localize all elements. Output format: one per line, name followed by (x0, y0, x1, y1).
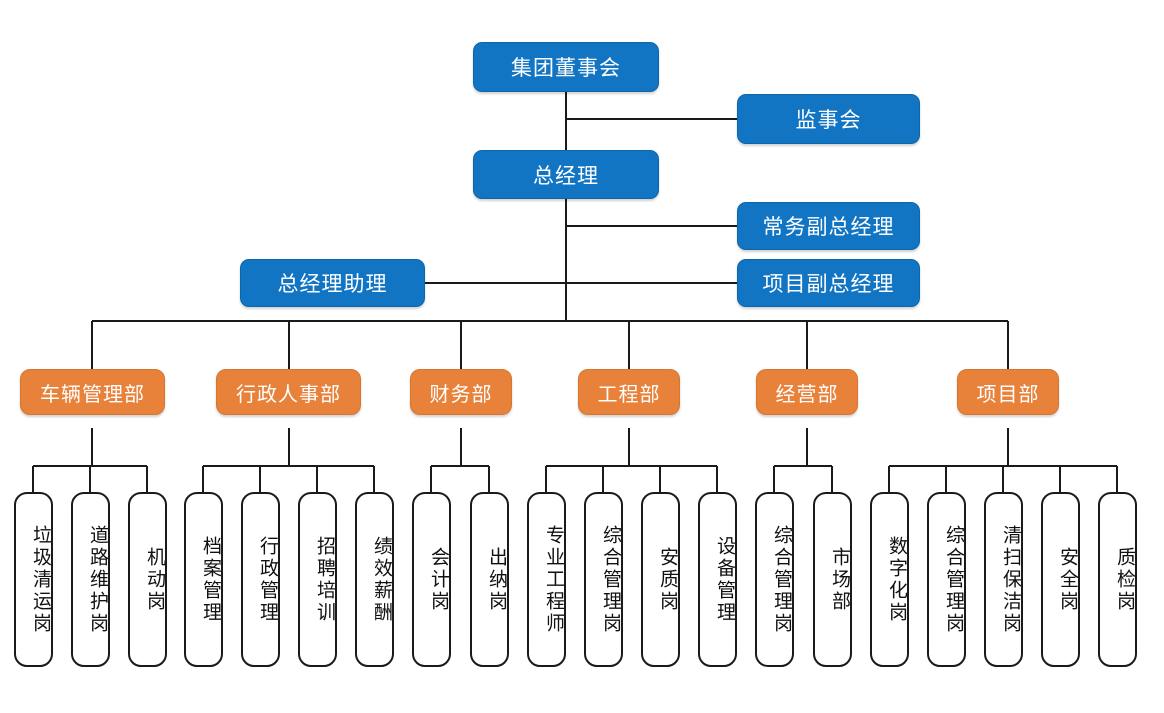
node-label: 出纳岗 (486, 546, 508, 613)
node-position-road-maintenance[interactable]: 道路维护岗 (71, 492, 110, 667)
node-label: 车辆管理部 (40, 381, 145, 406)
node-position-performance-compensation[interactable]: 绩效薪酬 (355, 492, 394, 667)
node-department-project[interactable]: 项目部 (957, 369, 1059, 415)
node-label: 项目副总经理 (762, 272, 895, 296)
node-label: 安全岗 (1057, 546, 1079, 613)
node-position-operations-general-management[interactable]: 综合管理岗 (755, 492, 794, 667)
node-department-admin-hr[interactable]: 行政人事部 (216, 369, 361, 415)
node-department-engineering[interactable]: 工程部 (578, 369, 680, 415)
node-label: 总经理 (533, 163, 599, 188)
node-label: 综合管理岗 (600, 524, 622, 635)
node-project-deputy-gm[interactable]: 项目副总经理 (737, 259, 920, 307)
node-position-equipment-management[interactable]: 设备管理 (698, 492, 737, 667)
node-department-operations[interactable]: 经营部 (756, 369, 858, 415)
node-label: 专业工程师 (543, 524, 565, 635)
node-position-motor-vehicle[interactable]: 机动岗 (128, 492, 167, 667)
node-label: 财务部 (429, 381, 493, 406)
node-gm-assistant[interactable]: 总经理助理 (240, 259, 425, 307)
node-label: 监事会 (795, 108, 862, 132)
node-label: 安质岗 (657, 546, 679, 613)
node-label: 综合管理岗 (943, 524, 965, 635)
node-label: 数字化岗 (886, 535, 908, 624)
node-position-cleaning-sanitation[interactable]: 清扫保洁岗 (984, 492, 1023, 667)
node-label: 常务副总经理 (762, 215, 895, 239)
node-position-digitalization[interactable]: 数字化岗 (870, 492, 909, 667)
node-label: 设备管理 (714, 535, 736, 624)
node-position-recruitment-training[interactable]: 招聘培训 (298, 492, 337, 667)
node-label: 垃圾清运岗 (30, 524, 52, 635)
node-label: 机动岗 (144, 546, 166, 613)
node-executive-deputy-gm[interactable]: 常务副总经理 (737, 202, 920, 250)
node-position-professional-engineer[interactable]: 专业工程师 (527, 492, 566, 667)
node-label: 行政人事部 (236, 381, 341, 406)
node-position-cashier[interactable]: 出纳岗 (470, 492, 509, 667)
node-position-project-general-management[interactable]: 综合管理岗 (927, 492, 966, 667)
node-label: 工程部 (597, 381, 661, 406)
node-label: 总经理助理 (277, 272, 388, 296)
node-label: 质检岗 (1114, 546, 1136, 613)
node-label: 道路维护岗 (87, 524, 109, 635)
node-department-vehicle-management[interactable]: 车辆管理部 (20, 369, 165, 415)
node-position-admin-management[interactable]: 行政管理 (241, 492, 280, 667)
node-position-safety-quality[interactable]: 安质岗 (641, 492, 680, 667)
node-department-finance[interactable]: 财务部 (410, 369, 512, 415)
node-label: 集团董事会 (511, 56, 621, 80)
node-position-garbage-transport[interactable]: 垃圾清运岗 (14, 492, 53, 667)
node-label: 经营部 (775, 381, 839, 406)
node-label: 综合管理岗 (771, 524, 793, 635)
node-position-quality-inspection[interactable]: 质检岗 (1098, 492, 1137, 667)
node-label: 会计岗 (428, 546, 450, 613)
node-label: 行政管理 (257, 535, 279, 624)
node-position-marketing[interactable]: 市场部 (813, 492, 852, 667)
node-position-engineering-general-management[interactable]: 综合管理岗 (584, 492, 623, 667)
node-position-accounting[interactable]: 会计岗 (412, 492, 451, 667)
node-label: 项目部 (976, 381, 1040, 406)
node-position-safety[interactable]: 安全岗 (1041, 492, 1080, 667)
node-label: 绩效薪酬 (371, 535, 393, 624)
node-position-archive-management[interactable]: 档案管理 (184, 492, 223, 667)
node-label: 清扫保洁岗 (1000, 524, 1022, 635)
node-label: 市场部 (829, 546, 851, 613)
node-label: 招聘培训 (314, 535, 336, 624)
node-board-of-directors[interactable]: 集团董事会 (473, 42, 659, 92)
node-supervisory-board[interactable]: 监事会 (737, 94, 920, 144)
node-general-manager[interactable]: 总经理 (473, 150, 659, 199)
node-label: 档案管理 (200, 535, 222, 624)
